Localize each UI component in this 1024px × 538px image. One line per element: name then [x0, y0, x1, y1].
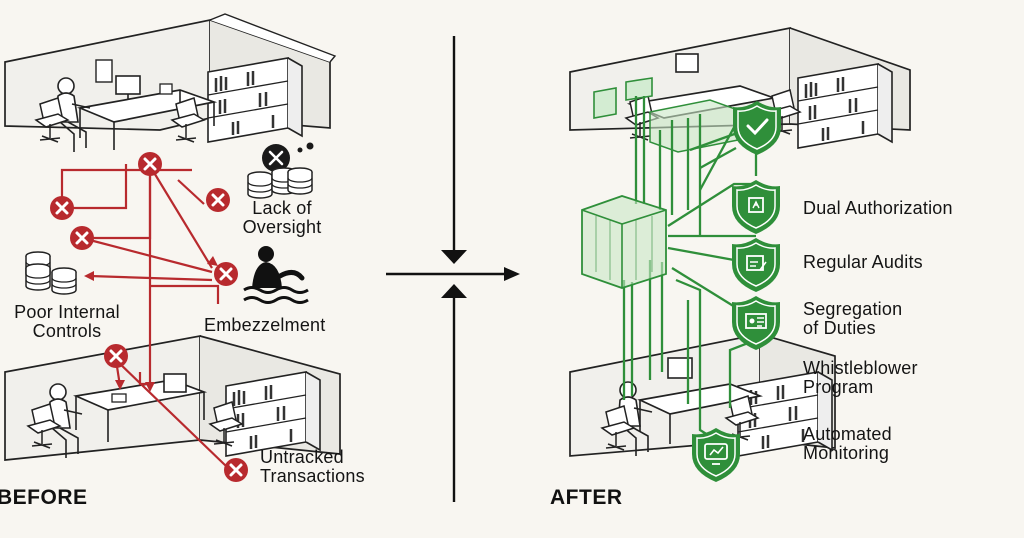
control-label-regular-audits: Regular Audits — [803, 252, 923, 272]
wall-note-icon — [95, 59, 113, 83]
coins-stack-icon — [247, 142, 314, 199]
issue-label-untracked-transactions: Untracked Transactions — [260, 447, 365, 486]
x-mark-icon — [102, 342, 130, 370]
monitor-icon — [675, 53, 699, 73]
x-mark-icon — [68, 224, 96, 252]
before-bottom-office — [4, 334, 341, 461]
before-heading: BEFORE — [0, 486, 88, 509]
shield-audit-icon — [731, 237, 781, 293]
control-label-whistleblower-program: Whistleblower Program — [803, 358, 918, 397]
central-hub — [581, 195, 667, 289]
shield-document-icon — [731, 179, 781, 235]
problem-connections — [60, 164, 227, 467]
x-mark-icon — [136, 150, 164, 178]
x-mark-icon — [212, 260, 240, 288]
control-label-segregation-of-duties: Segregation of Duties — [803, 299, 903, 338]
x-mark-icon — [222, 456, 250, 484]
issue-label-lack-of-oversight: Lack of Oversight — [242, 198, 322, 237]
bookshelf-icon — [206, 56, 304, 144]
shield-duties-icon — [731, 295, 781, 351]
control-label-dual-authorization: Dual Authorization — [803, 198, 953, 218]
after-top-office — [569, 26, 911, 153]
transition-arrowheads — [441, 250, 520, 298]
x-mark-icon — [48, 194, 76, 222]
issue-label-embezzlement: Embezzelment — [204, 315, 326, 335]
before-top-office — [4, 13, 337, 153]
bookshelf-icon — [796, 62, 894, 150]
problem-arrowheads — [84, 256, 218, 392]
control-label-automated-monitoring: Automated Monitoring — [803, 424, 892, 463]
monitor-icon — [667, 357, 693, 379]
shield-monitor-icon — [691, 427, 741, 483]
after-heading: AFTER — [550, 486, 623, 509]
monitor-icon — [115, 75, 141, 95]
coins-stack-icon — [25, 251, 77, 295]
drowning-person-icon — [243, 246, 309, 304]
center-divider — [386, 36, 506, 502]
shield-check-icon — [732, 100, 782, 156]
monitor-icon — [163, 373, 187, 393]
issue-label-poor-internal-controls: Poor Internal Controls — [14, 302, 120, 341]
